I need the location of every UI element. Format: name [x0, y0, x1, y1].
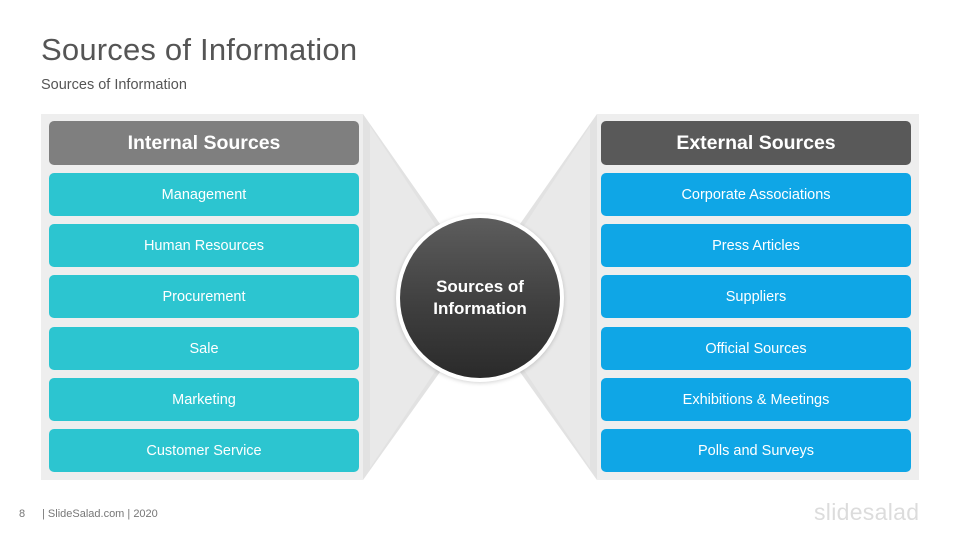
external-item-exhibitions-meetings: Exhibitions & Meetings	[601, 378, 911, 421]
external-item-press-articles: Press Articles	[601, 224, 911, 267]
external-item-suppliers: Suppliers	[601, 275, 911, 318]
external-item-corporate-associations: Corporate Associations	[601, 173, 911, 216]
internal-item-human-resources: Human Resources	[49, 224, 359, 267]
internal-item-sale: Sale	[49, 327, 359, 370]
internal-item-customer-service: Customer Service	[49, 429, 359, 472]
internal-item-marketing: Marketing	[49, 378, 359, 421]
external-item-polls-surveys: Polls and Surveys	[601, 429, 911, 472]
external-sources-header: External Sources	[601, 121, 911, 165]
external-item-official-sources: Official Sources	[601, 327, 911, 370]
page-number: 8	[19, 508, 26, 520]
internal-sources-header: Internal Sources	[49, 121, 359, 165]
slidesalad-logo: slidesalad	[814, 499, 920, 525]
internal-item-procurement: Procurement	[49, 275, 359, 318]
footer-text: | SlideSalad.com | 2020	[42, 508, 158, 520]
hub-label: Sources of Information	[433, 277, 527, 318]
internal-item-management: Management	[49, 173, 359, 216]
slide-title: Sources of Information	[41, 32, 358, 67]
slide-subtitle: Sources of Information	[41, 77, 187, 93]
hub-circle: Sources of Information	[400, 218, 560, 378]
